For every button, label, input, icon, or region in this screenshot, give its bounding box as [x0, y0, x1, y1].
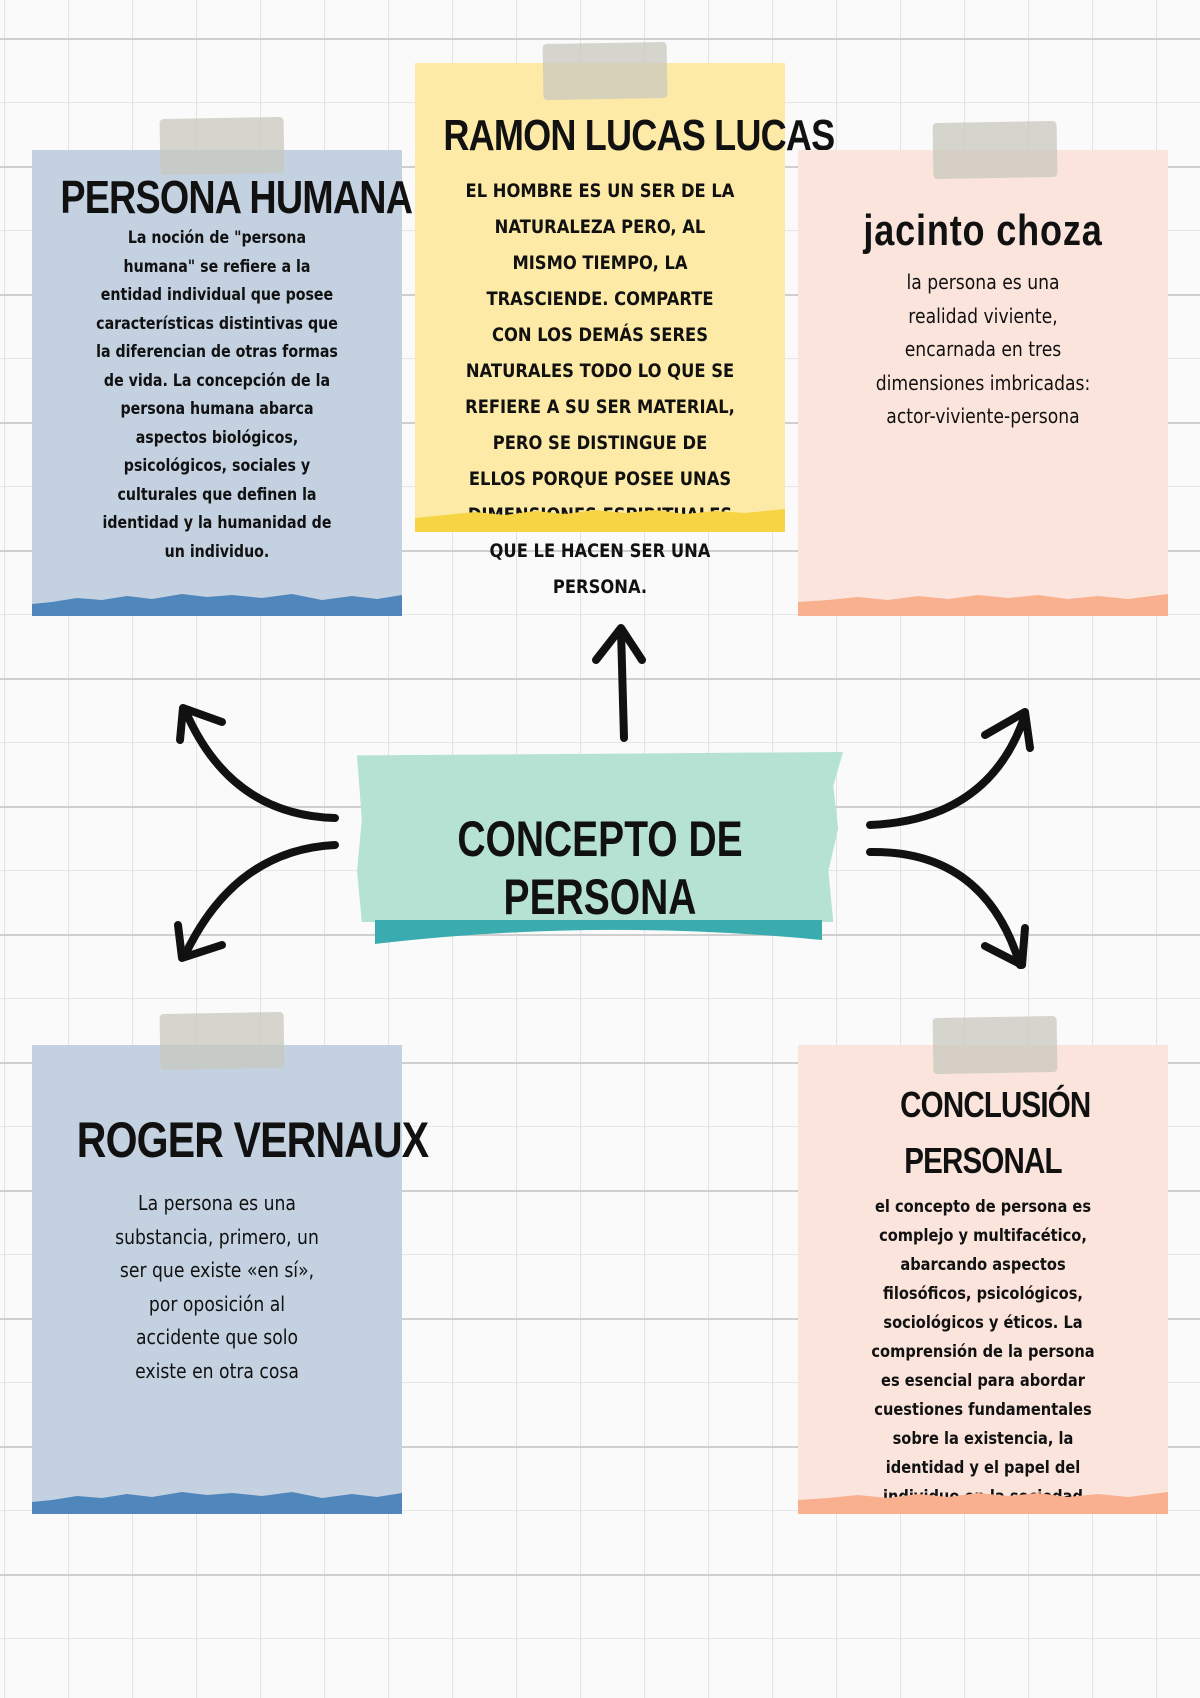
- card-title: PERSONA HUMANA: [60, 171, 413, 223]
- central-title: CONCEPTO DE PERSONA: [457, 811, 743, 925]
- central-banner-strip: [375, 920, 822, 944]
- arrow-up: [592, 624, 646, 742]
- central-banner: [357, 752, 843, 922]
- arrow-bottom-right: [866, 847, 1029, 969]
- card-body: el concepto de persona es complejo y mul…: [871, 1197, 1095, 1507]
- torn-edge: [798, 1492, 1168, 1514]
- card-title: CONCLUSIÓN PERSONAL: [900, 1084, 1091, 1181]
- torn-edge: [415, 509, 785, 532]
- card-body: La noción de "persona humana" se refiere…: [96, 228, 338, 561]
- card-title: jacinto choza: [863, 206, 1103, 255]
- card-body: EL HOMBRE ES UN SER DE LA NATURALEZA PER…: [465, 180, 735, 598]
- torn-edge: [798, 594, 1168, 616]
- torn-edge: [32, 594, 402, 616]
- card-ramon-lucas-lucas: RAMON LUCAS LUCAS EL HOMBRE ES UN SER DE…: [415, 41, 835, 598]
- arrow-top-right: [866, 708, 1034, 829]
- card-body: La persona es una substancia, primero, u…: [115, 1191, 319, 1383]
- card-jacinto-choza: jacinto choza la persona es una realidad…: [798, 120, 1168, 616]
- card-body: la persona es una realidad viviente, enc…: [875, 270, 1091, 428]
- torn-edge: [32, 1492, 402, 1514]
- arrow-bottom-left: [174, 841, 339, 962]
- card-persona-humana: PERSONA HUMANA La noción de "persona hum…: [32, 116, 413, 616]
- card-conclusion-personal: CONCLUSIÓN PERSONAL el concepto de perso…: [798, 1015, 1168, 1514]
- arrow-top-left: [176, 704, 339, 822]
- card-roger-vernaux: ROGER VERNAUX La persona es una substanc…: [32, 1011, 429, 1514]
